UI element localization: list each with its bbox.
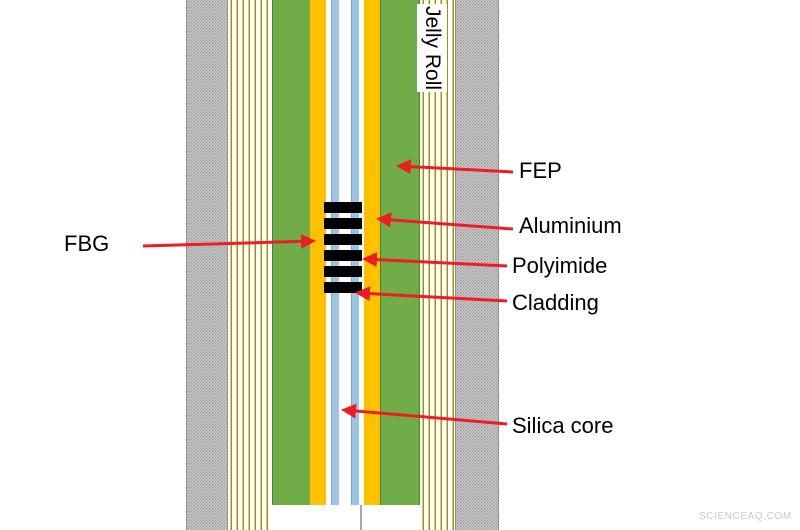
label-silica-core: Silica core [512,413,614,438]
aluminium-layer-left [310,0,326,505]
label-cladding: Cladding [512,290,599,315]
watermark: SCIENCEAQ.COM [699,511,792,522]
label-fbg: FBG [64,231,110,256]
label-aluminium: Aluminium [519,213,622,238]
jelly-roll-layer-right [455,0,499,530]
fbg-bar [324,282,362,293]
fbg-grating [324,202,362,298]
label-jelly-roll: Jelly Roll [417,4,447,93]
label-polyimide: Polyimide [512,253,608,278]
aluminium-layer-right [364,0,380,505]
electrode-separator-layers-left [226,0,272,530]
fbg-bar [324,202,362,213]
label-fep: FEP [519,158,562,183]
fbg-bar [324,250,362,261]
fbg-bar [324,218,362,229]
fiber-tail-line [360,505,362,530]
fep-layer-left [272,0,312,505]
fep-layer-right [380,0,420,505]
jelly-roll-layer-left [186,0,228,530]
fbg-bar [324,234,362,245]
fbg-bar [324,266,362,277]
